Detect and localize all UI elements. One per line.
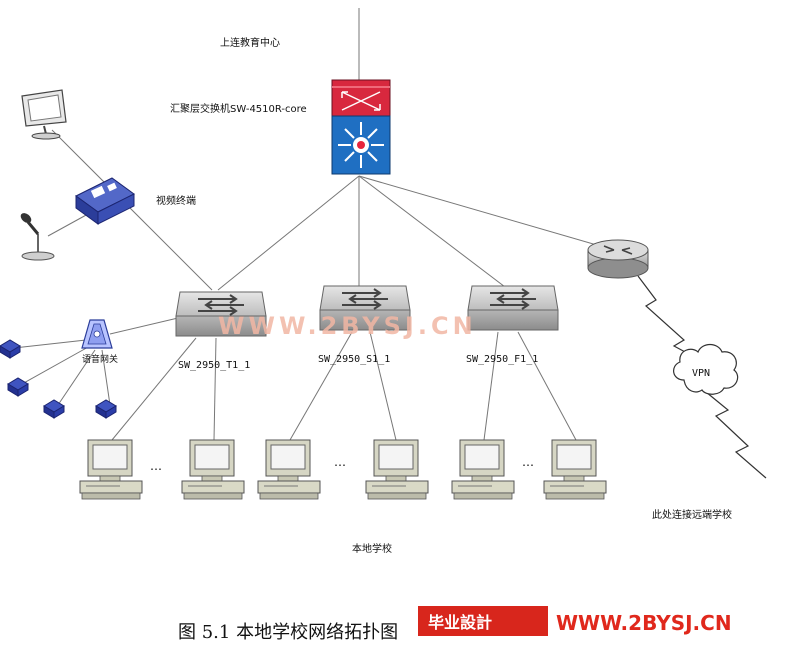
wan-lightning-links [637, 275, 767, 479]
label-voice-gateway: 语音网关 [82, 353, 118, 365]
video-terminal-device[interactable] [75, 177, 135, 225]
vpn-cloud [673, 343, 739, 395]
ip-phone[interactable] [43, 399, 65, 419]
ip-phone[interactable] [7, 377, 29, 397]
pc-workstation[interactable] [451, 439, 515, 500]
label-switch-f1: SW_2950_F1_1 [466, 354, 538, 365]
microphone[interactable] [19, 211, 55, 261]
ip-phone[interactable] [95, 399, 117, 419]
video-monitor[interactable] [21, 89, 67, 140]
figure-caption: 图 5.1 本地学校网络拓扑图 [178, 622, 398, 643]
ip-phone[interactable] [0, 339, 21, 359]
router[interactable] [587, 239, 649, 279]
label-switch-s1: SW_2950_S1_1 [318, 354, 390, 365]
watermark-badge: 毕业設計 [428, 613, 492, 632]
pc-workstation[interactable] [543, 439, 607, 500]
label-vpn: VPN [692, 368, 710, 379]
pc-workstation[interactable] [257, 439, 321, 500]
label-local-school: 本地学校 [352, 542, 392, 555]
voice-gateway-device[interactable] [81, 319, 113, 349]
pc-workstation[interactable] [79, 439, 143, 500]
pc-workstation[interactable] [181, 439, 245, 500]
label-switch-t1: SW_2950_T1_1 [178, 360, 250, 371]
ellipsis-s1: … [334, 455, 346, 469]
watermark-center: WWW.2BYSJ.CN [218, 312, 477, 340]
ellipsis-f1: … [522, 455, 534, 469]
watermark-logo: 毕业設計 WWW.2BYSJ.CN [418, 606, 732, 636]
ellipsis-t1: … [150, 459, 162, 473]
label-core-switch: 汇聚层交换机SW-4510R-core [170, 102, 307, 115]
core-switch[interactable] [331, 79, 391, 175]
access-switch-f1[interactable] [467, 285, 559, 331]
pc-workstation[interactable] [365, 439, 429, 500]
label-uplink: 上连教育中心 [220, 36, 280, 49]
label-remote-school: 此处连接远端学校 [652, 508, 732, 521]
watermark-site: WWW.2BYSJ.CN [556, 611, 732, 635]
label-video-terminal: 视频终端 [156, 194, 196, 207]
connection-lines [13, 8, 615, 441]
